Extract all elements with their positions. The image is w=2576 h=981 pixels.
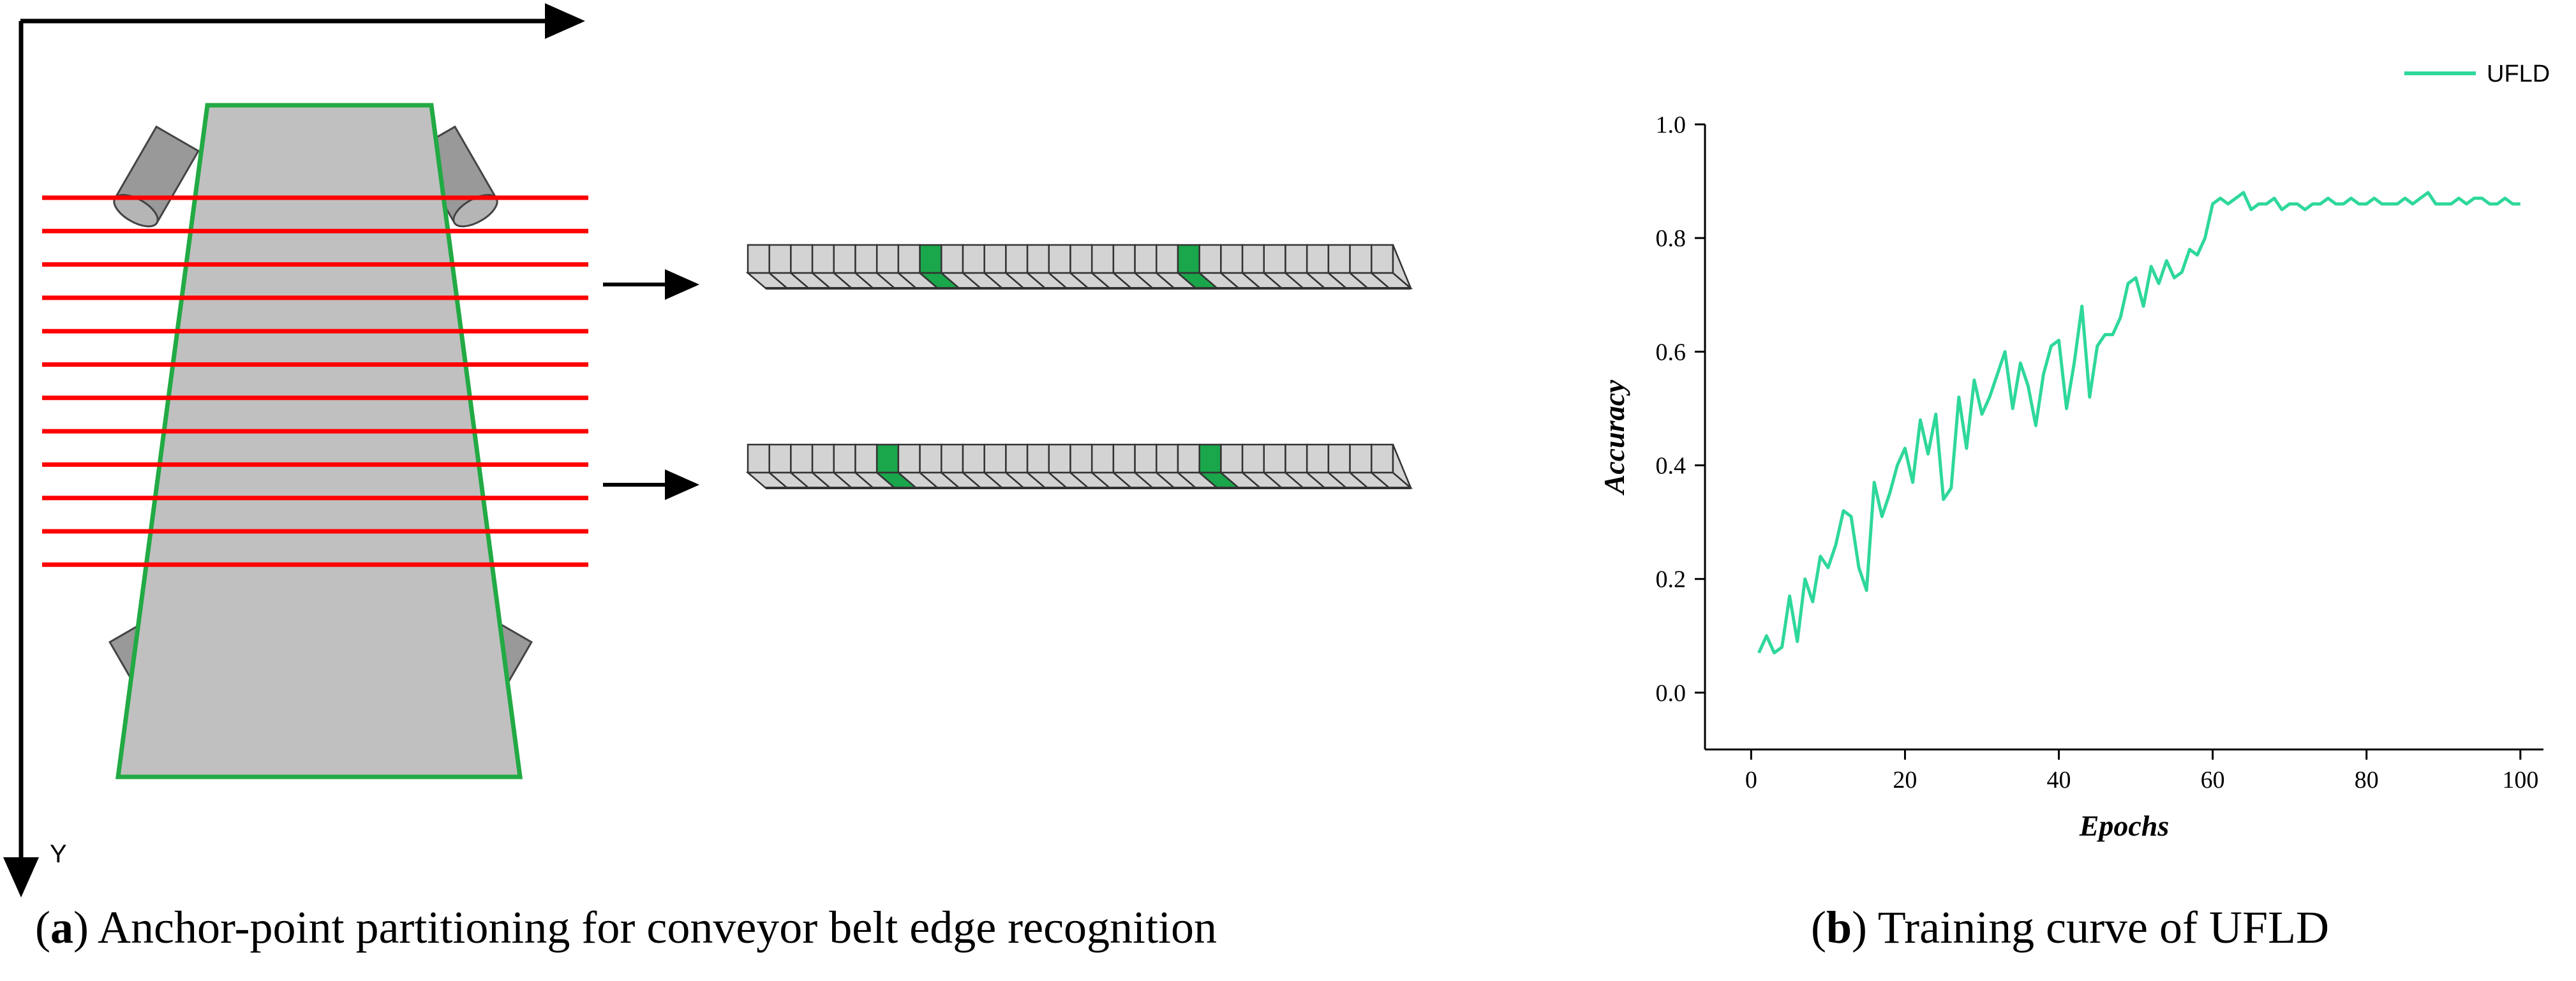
y-tick-label: 0.4 <box>1656 453 1686 480</box>
strip-cell-front <box>1069 443 1093 474</box>
caption-a-letter: a <box>50 902 73 953</box>
strip-cell-front <box>1349 443 1373 474</box>
strip-end-cap <box>1392 444 1412 489</box>
strip-cell-front <box>1371 443 1394 474</box>
strip-cell-front <box>983 244 1007 274</box>
strip-cell-front <box>1112 443 1136 474</box>
strip-base-edge <box>766 487 1411 489</box>
strip-cell-front <box>1134 443 1158 474</box>
strip-cell-front <box>1284 244 1308 274</box>
strip-cell-front <box>1091 244 1115 274</box>
strip-cell-front <box>833 443 856 474</box>
panel-b-chart: 0 20 40 60 80 100 0.0 0.2 0.4 0.6 0.8 1.0 Epochs Ac… <box>1598 61 2550 842</box>
y-tick-label: 1.0 <box>1656 112 1686 138</box>
strip-cell-front <box>1263 244 1286 274</box>
strip-cell-front <box>897 244 921 274</box>
conveyor-belt <box>115 103 523 779</box>
y-tick-label: 0.8 <box>1656 225 1686 252</box>
anchor-grid-strip-bottom <box>745 443 1413 489</box>
strip-cell-front <box>1327 244 1351 274</box>
strip-cell-front <box>875 244 900 274</box>
strip-cell-front <box>1091 443 1115 474</box>
strip-cell-front <box>790 443 814 474</box>
row-anchor-lines <box>42 195 588 567</box>
strip-cell-front <box>1048 443 1071 474</box>
caption-a-text: Anchor-point partitioning for conveyor b… <box>98 902 1217 953</box>
series-line-ufld <box>1757 191 2520 654</box>
y-axis-label: Y <box>50 840 67 868</box>
strip-cell-front <box>1306 244 1330 274</box>
panel-a-diagram: Y <box>3 3 1413 897</box>
strip-cell-front <box>1220 443 1244 474</box>
strip-cell-front <box>790 244 814 274</box>
strip-cell-front <box>875 443 900 474</box>
caption-b-text: Training curve of UFLD <box>1877 902 2329 953</box>
strip-cell-front <box>919 244 942 274</box>
chart-x-axis-label: Epochs <box>2079 809 2170 842</box>
strip-cell-front <box>747 244 770 274</box>
strip-cell-front <box>811 244 835 274</box>
x-tick-label: 100 <box>2502 767 2538 793</box>
caption-panel-b: (b) Training curve of UFLD <box>1811 902 2329 953</box>
strip-cell-front <box>833 244 856 274</box>
strip-base-edge <box>766 287 1411 290</box>
chart-series-group <box>1757 191 2520 654</box>
chart-ticks: 0 20 40 60 80 100 0.0 0.2 0.4 0.6 0.8 1.0 <box>1656 112 2539 793</box>
strip-cell-front <box>962 244 985 274</box>
strip-cell-front <box>1069 244 1093 274</box>
strip-cell-front <box>1156 244 1179 274</box>
caption-b-letter: b <box>1826 902 1852 953</box>
strip-cell-front <box>1005 244 1029 274</box>
strip-cell-front <box>897 443 921 474</box>
strip-cell-front <box>1026 443 1050 474</box>
anchor-grid-strip-top <box>745 244 1413 290</box>
strip-cell-front <box>1005 443 1029 474</box>
strip-cell-front <box>941 244 964 274</box>
x-tick-label: 0 <box>1745 767 1757 793</box>
strip-cell-front <box>1198 443 1222 474</box>
strip-cell-front <box>1349 244 1373 274</box>
y-tick-label: 0.2 <box>1656 566 1686 593</box>
strip-cell-front <box>919 443 942 474</box>
strip-cell-front <box>1156 443 1179 474</box>
strip-cell-front <box>1327 443 1351 474</box>
y-tick-label: 0.6 <box>1656 339 1686 365</box>
strip-cell-front <box>854 244 878 274</box>
caption-panel-a: (a) Anchor-point partitioning for convey… <box>35 902 1217 953</box>
strip-cell-front <box>962 443 985 474</box>
x-tick-label: 40 <box>2047 767 2071 793</box>
strip-cell-front <box>1134 244 1158 274</box>
strip-cell-front <box>854 443 878 474</box>
strip-cell-front <box>747 443 770 474</box>
x-tick-label: 80 <box>2355 767 2379 793</box>
strip-cell-front <box>1263 443 1286 474</box>
strip-cell-front <box>1306 443 1330 474</box>
strip-end-cap <box>1392 244 1412 289</box>
strip-cell-front <box>1198 244 1222 274</box>
strip-cell-front <box>1284 443 1308 474</box>
strip-cell-front <box>1220 244 1244 274</box>
strip-cell-front <box>983 443 1007 474</box>
y-tick-label: 0.0 <box>1656 680 1686 707</box>
strip-cell-front <box>1026 244 1050 274</box>
strip-cell-front <box>1241 244 1265 274</box>
chart-legend: UFLD <box>2404 61 2550 87</box>
strip-cell-front <box>1371 244 1394 274</box>
strip-cell-front <box>768 244 792 274</box>
strip-cell-front <box>1177 443 1200 474</box>
x-tick-label: 20 <box>1893 767 1917 793</box>
strip-cell-front <box>1112 244 1136 274</box>
strip-cell-front <box>1241 443 1265 474</box>
chart-y-axis-label: Accuracy <box>1598 380 1630 496</box>
legend-label-ufld: UFLD <box>2487 61 2550 87</box>
x-tick-label: 60 <box>2201 767 2225 793</box>
strip-cell-front <box>1048 244 1071 274</box>
strip-cell-front <box>768 443 792 474</box>
strip-cell-front <box>811 443 835 474</box>
chart-axes <box>1704 124 2543 751</box>
top-left-roller <box>113 125 200 228</box>
strip-cell-front <box>941 443 964 474</box>
strip-cell-front <box>1177 244 1200 274</box>
